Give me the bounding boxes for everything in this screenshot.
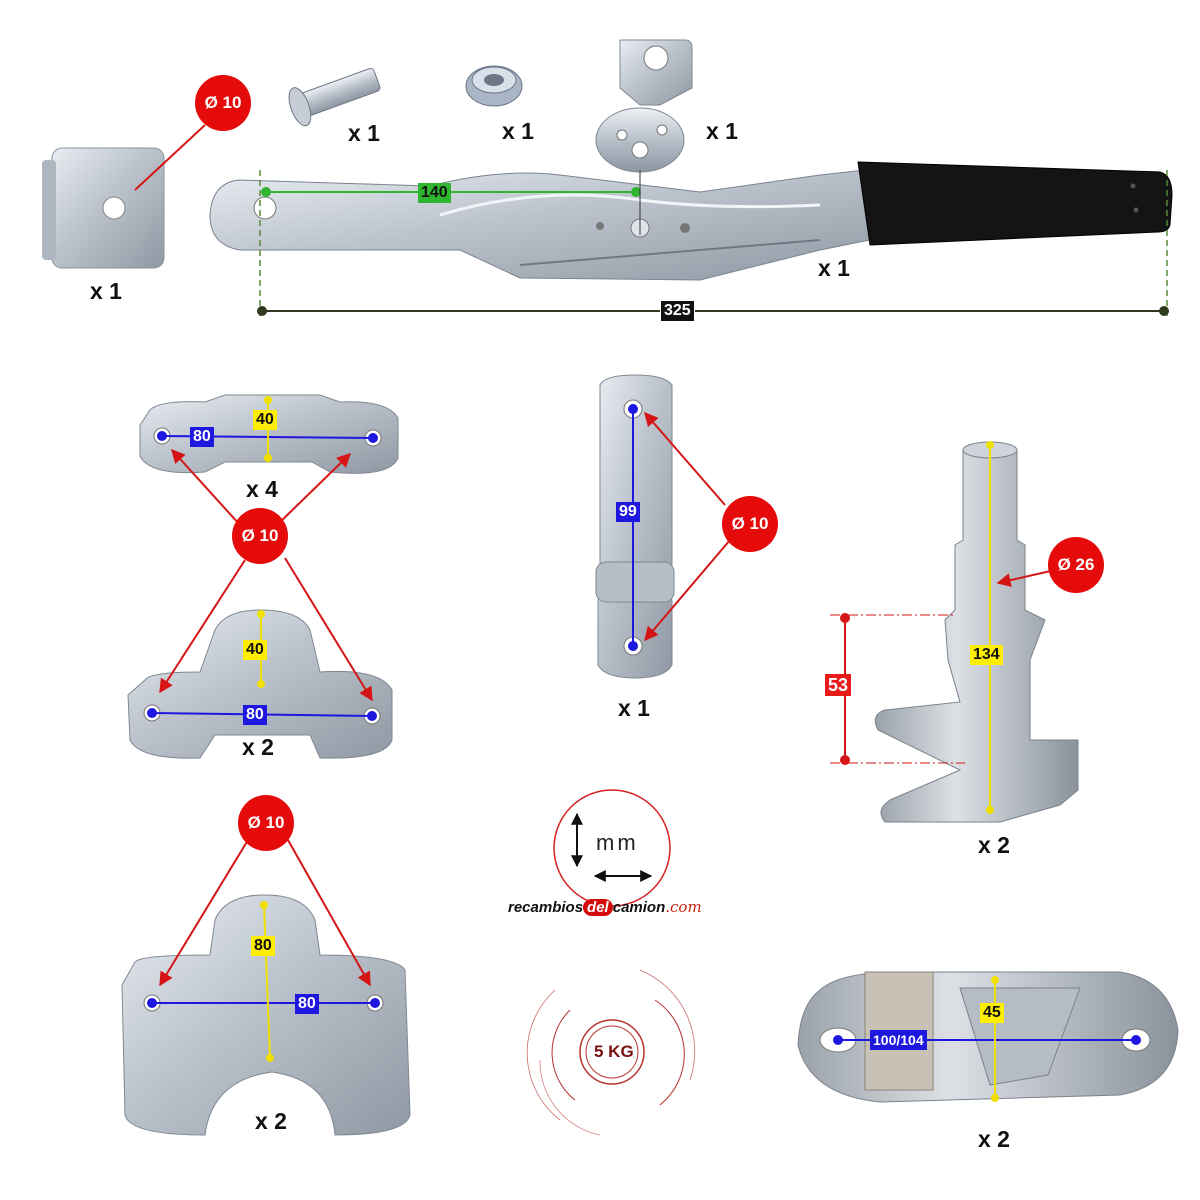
dim-label-bracket-mid-width: 80 xyxy=(243,705,267,725)
leader xyxy=(644,411,726,506)
dim-dot xyxy=(264,396,272,404)
dim-label-140: 140 xyxy=(418,183,451,203)
dim-dot xyxy=(1131,1035,1141,1045)
weight-rings xyxy=(526,969,696,1136)
leader xyxy=(159,839,249,987)
dim-line xyxy=(263,904,271,1059)
diameter-badge-plate: Ø 10 xyxy=(195,75,251,131)
weight-label: 5 KG xyxy=(594,1042,634,1061)
dim-dot xyxy=(991,976,999,984)
qty-bracket-mid: x 2 xyxy=(242,734,274,760)
dim-dot xyxy=(370,998,380,1008)
lever-handle xyxy=(209,161,1173,281)
dim-label-bracket-small-height: 40 xyxy=(253,410,277,430)
dim-label-325: 325 xyxy=(660,300,695,322)
qty-bracket-small: x 4 xyxy=(246,476,278,502)
bolt xyxy=(288,68,381,127)
dim-label-keeper-width: 100/104 xyxy=(870,1030,927,1050)
dim-dot xyxy=(1159,306,1169,316)
dim-dot xyxy=(840,755,850,765)
brand-suffix-tld: .com xyxy=(665,898,702,916)
dim-dot xyxy=(986,441,994,449)
strap-plate xyxy=(595,374,675,679)
square-plate xyxy=(42,147,165,269)
dim-dot xyxy=(261,187,271,197)
dim-dot xyxy=(157,431,167,441)
dim-dot xyxy=(833,1035,843,1045)
cast-pin xyxy=(874,441,1079,823)
qty-strap: x 1 xyxy=(618,695,650,721)
brand-suffix-main: camion xyxy=(612,899,666,916)
dim-label-bracket-large-width: 80 xyxy=(295,994,319,1014)
dim-label-bracket-large-height: 80 xyxy=(251,936,275,956)
dim-label-bracket-mid-height: 40 xyxy=(243,640,267,660)
dim-dot xyxy=(631,187,641,197)
dim-dot xyxy=(986,806,994,814)
diameter-badge-large-bracket: Ø 10 xyxy=(238,795,294,851)
dim-label-bracket-small-width: 80 xyxy=(190,427,214,447)
dim-dot xyxy=(266,1054,274,1062)
keeper-plate xyxy=(797,971,1179,1103)
nut xyxy=(465,65,523,107)
diameter-leaders xyxy=(159,448,373,702)
qty-nut: x 1 xyxy=(502,118,534,144)
dim-dot xyxy=(368,433,378,443)
plate-leader xyxy=(134,124,206,191)
qty-plate: x 1 xyxy=(90,278,122,304)
qty-bolt: x 1 xyxy=(348,120,380,146)
dim-dot xyxy=(840,613,850,623)
qty-pin: x 2 xyxy=(978,832,1010,858)
dim-label-strap-length: 99 xyxy=(616,502,640,522)
dim-dot xyxy=(991,1094,999,1102)
dim-dot xyxy=(257,610,265,618)
dim-dot xyxy=(147,998,157,1008)
unit-label: mm xyxy=(596,830,639,855)
dim-dot xyxy=(264,454,272,462)
diameter-badge-pin: Ø 26 xyxy=(1048,537,1104,593)
qty-bracket-large: x 2 xyxy=(255,1108,287,1134)
dim-label-pin-step: 53 xyxy=(825,674,852,696)
dim-label-pin-length: 134 xyxy=(970,645,1003,665)
leader xyxy=(996,569,1056,588)
dim-dot xyxy=(367,711,377,721)
diameter-badge-strap: Ø 10 xyxy=(722,496,778,552)
dim-label-keeper-height: 45 xyxy=(980,1003,1004,1023)
qty-tab: x 1 xyxy=(706,118,738,144)
qty-keeper: x 2 xyxy=(978,1126,1010,1152)
dim-dot xyxy=(257,306,267,316)
diameter-badge-brackets: Ø 10 xyxy=(232,508,288,564)
dim-dot xyxy=(628,641,638,651)
dim-dot xyxy=(260,901,268,909)
dim-dot xyxy=(257,680,265,688)
dim-dot xyxy=(628,404,638,414)
brand-middle: del xyxy=(583,899,613,916)
brand-prefix: recambios xyxy=(508,899,584,916)
dim-dot xyxy=(147,708,157,718)
qty-handle: x 1 xyxy=(818,255,850,281)
tab-bracket xyxy=(595,39,693,173)
leader xyxy=(287,839,371,987)
leader xyxy=(644,539,731,642)
